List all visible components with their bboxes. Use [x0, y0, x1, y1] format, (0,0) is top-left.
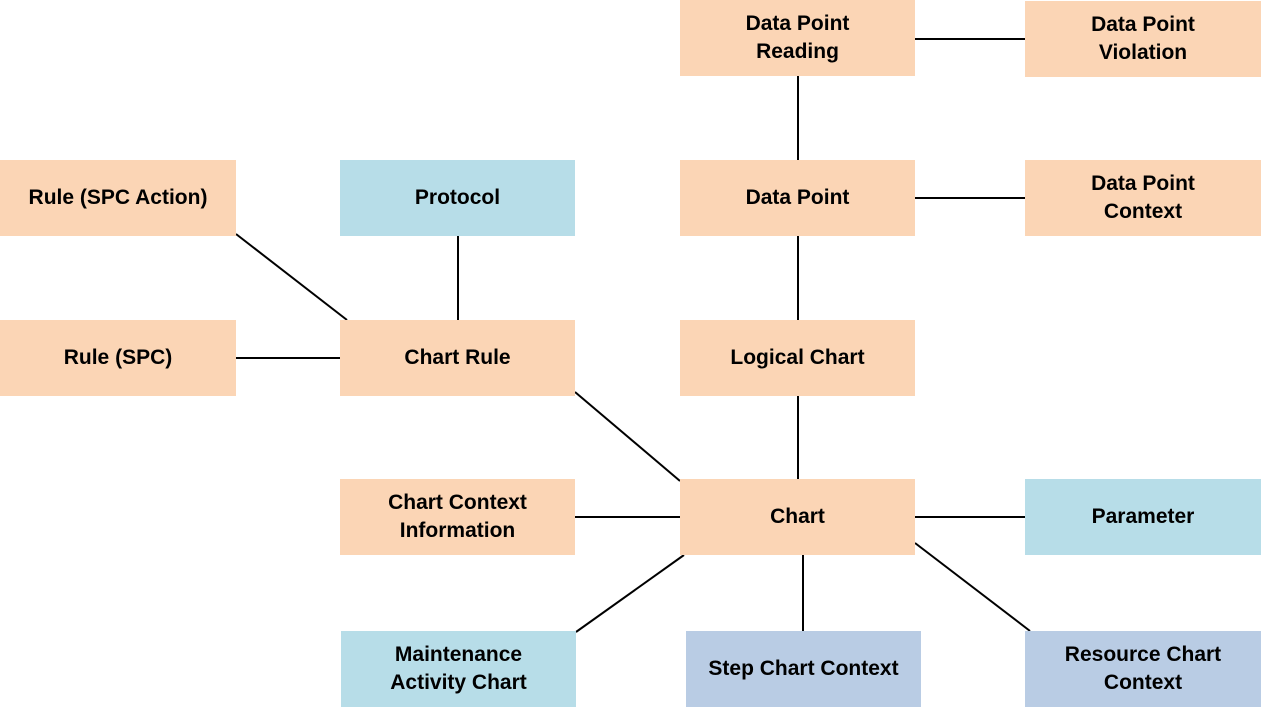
edge-spcaction-chartrule [235, 233, 348, 321]
node-logical-chart[interactable]: Logical Chart [680, 320, 915, 396]
node-data-point-reading[interactable]: Data Point Reading [680, 0, 915, 76]
node-parameter[interactable]: Parameter [1025, 479, 1261, 555]
node-resource-chart-context[interactable]: Resource Chart Context [1025, 631, 1261, 707]
node-chart-context-information[interactable]: Chart Context Information [340, 479, 575, 555]
node-chart[interactable]: Chart [680, 479, 915, 555]
edge-chartrule-chart [574, 391, 681, 482]
edge-chart-maintenance [575, 554, 685, 633]
node-data-point-violation[interactable]: Data Point Violation [1025, 1, 1261, 77]
edge-chart-resource [914, 542, 1031, 632]
node-protocol[interactable]: Protocol [340, 160, 575, 236]
node-step-chart-context[interactable]: Step Chart Context [686, 631, 921, 707]
node-chart-rule[interactable]: Chart Rule [340, 320, 575, 396]
node-data-point[interactable]: Data Point [680, 160, 915, 236]
node-data-point-context[interactable]: Data Point Context [1025, 160, 1261, 236]
node-rule-spc[interactable]: Rule (SPC) [0, 320, 236, 396]
node-maintenance-activity-chart[interactable]: Maintenance Activity Chart [341, 631, 576, 707]
node-rule-spc-action[interactable]: Rule (SPC Action) [0, 160, 236, 236]
